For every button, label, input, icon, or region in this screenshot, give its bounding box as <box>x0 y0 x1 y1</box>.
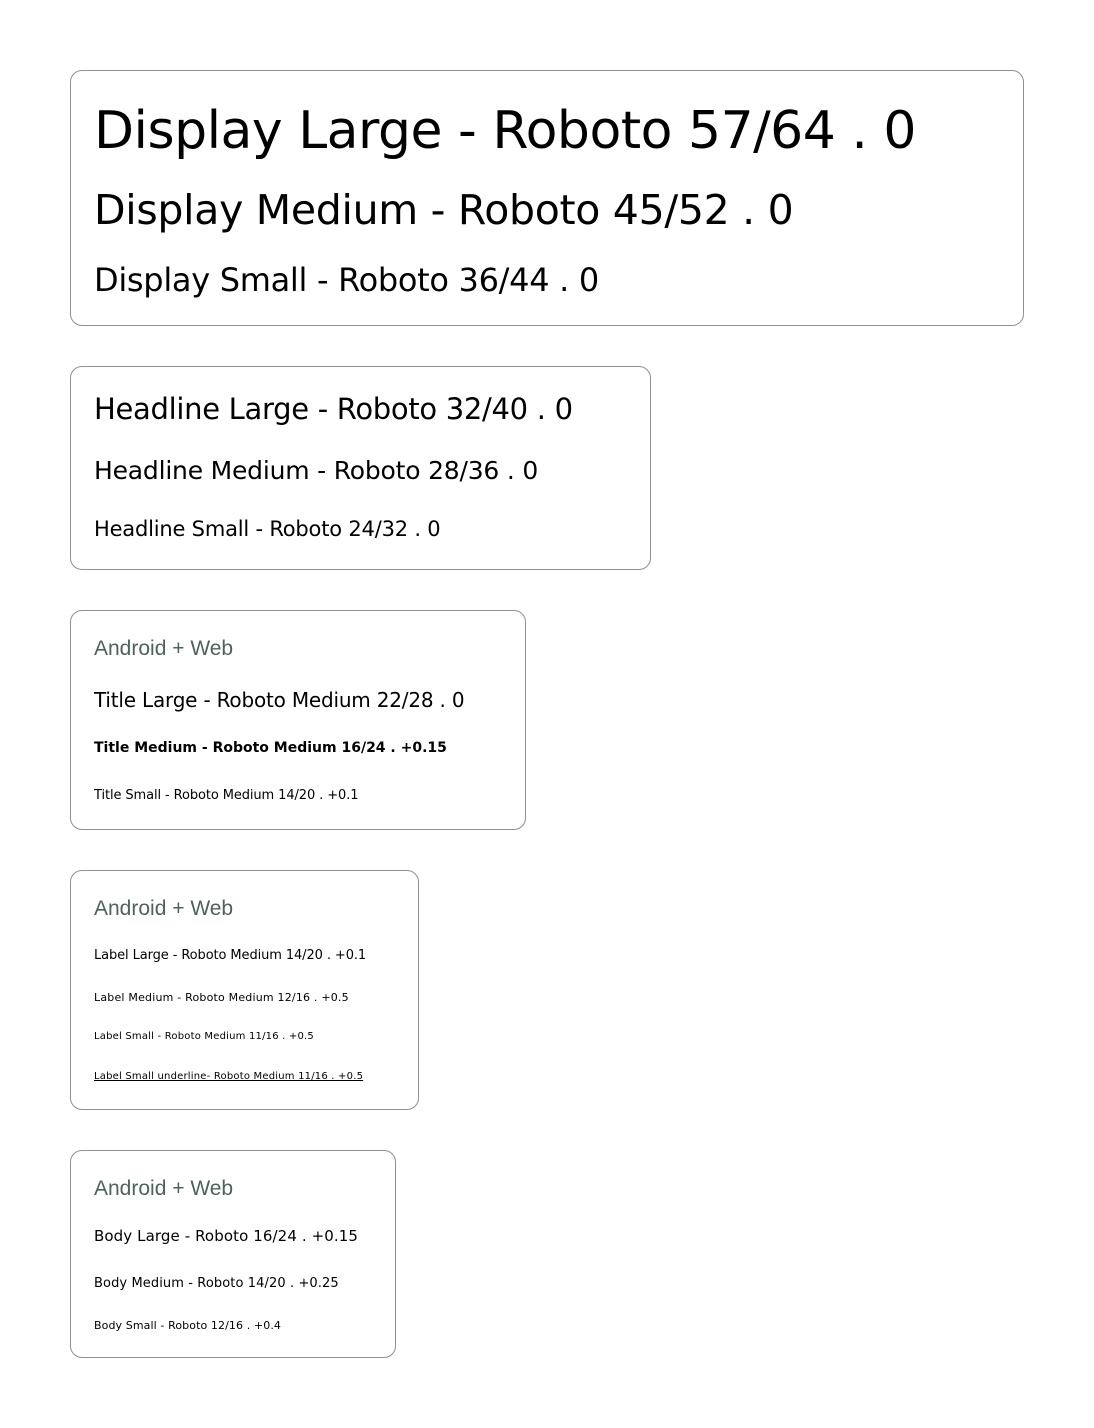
headline-medium-sample: Headline Medium - Roboto 28/36 . 0 <box>94 456 539 485</box>
label-medium-sample: Label Medium - Roboto Medium 12/16 . +0.… <box>94 991 349 1004</box>
body-medium-sample: Body Medium - Roboto 14/20 . +0.25 <box>94 1276 339 1291</box>
title-small-sample: Title Small - Roboto Medium 14/20 . +0.1 <box>94 788 359 803</box>
body-large-sample: Body Large - Roboto 16/24 . +0.15 <box>94 1227 359 1245</box>
platform-caption: Android + Web <box>94 637 234 660</box>
headline-small-sample: Headline Small - Roboto 24/32 . 0 <box>94 517 441 541</box>
display-large-sample: Display Large - Roboto 57/64 . 0 <box>94 101 917 161</box>
display-medium-sample: Display Medium - Roboto 45/52 . 0 <box>94 186 794 234</box>
display-type-card: Display Large - Roboto 57/64 . 0 Display… <box>70 70 1024 326</box>
title-type-card: Android + Web Title Large - Roboto Mediu… <box>70 610 526 830</box>
headline-type-card: Headline Large - Roboto 32/40 . 0 Headli… <box>70 366 651 570</box>
display-small-sample: Display Small - Roboto 36/44 . 0 <box>94 261 599 299</box>
body-small-sample: Body Small - Roboto 12/16 . +0.4 <box>94 1319 282 1332</box>
title-large-sample: Title Large - Roboto Medium 22/28 . 0 <box>94 688 465 712</box>
label-large-sample: Label Large - Roboto Medium 14/20 . +0.1 <box>94 948 367 963</box>
body-type-card: Android + Web Body Large - Roboto 16/24 … <box>70 1150 396 1358</box>
platform-caption: Android + Web <box>94 1177 234 1200</box>
label-small-sample: Label Small - Roboto Medium 11/16 . +0.5 <box>94 1031 314 1042</box>
label-small-underline-sample: Label Small underline- Roboto Medium 11/… <box>94 1071 364 1082</box>
title-medium-sample: Title Medium - Roboto Medium 16/24 . +0.… <box>94 740 447 756</box>
headline-large-sample: Headline Large - Roboto 32/40 . 0 <box>94 392 573 426</box>
label-type-card: Android + Web Label Large - Roboto Mediu… <box>70 870 419 1110</box>
platform-caption: Android + Web <box>94 897 234 920</box>
